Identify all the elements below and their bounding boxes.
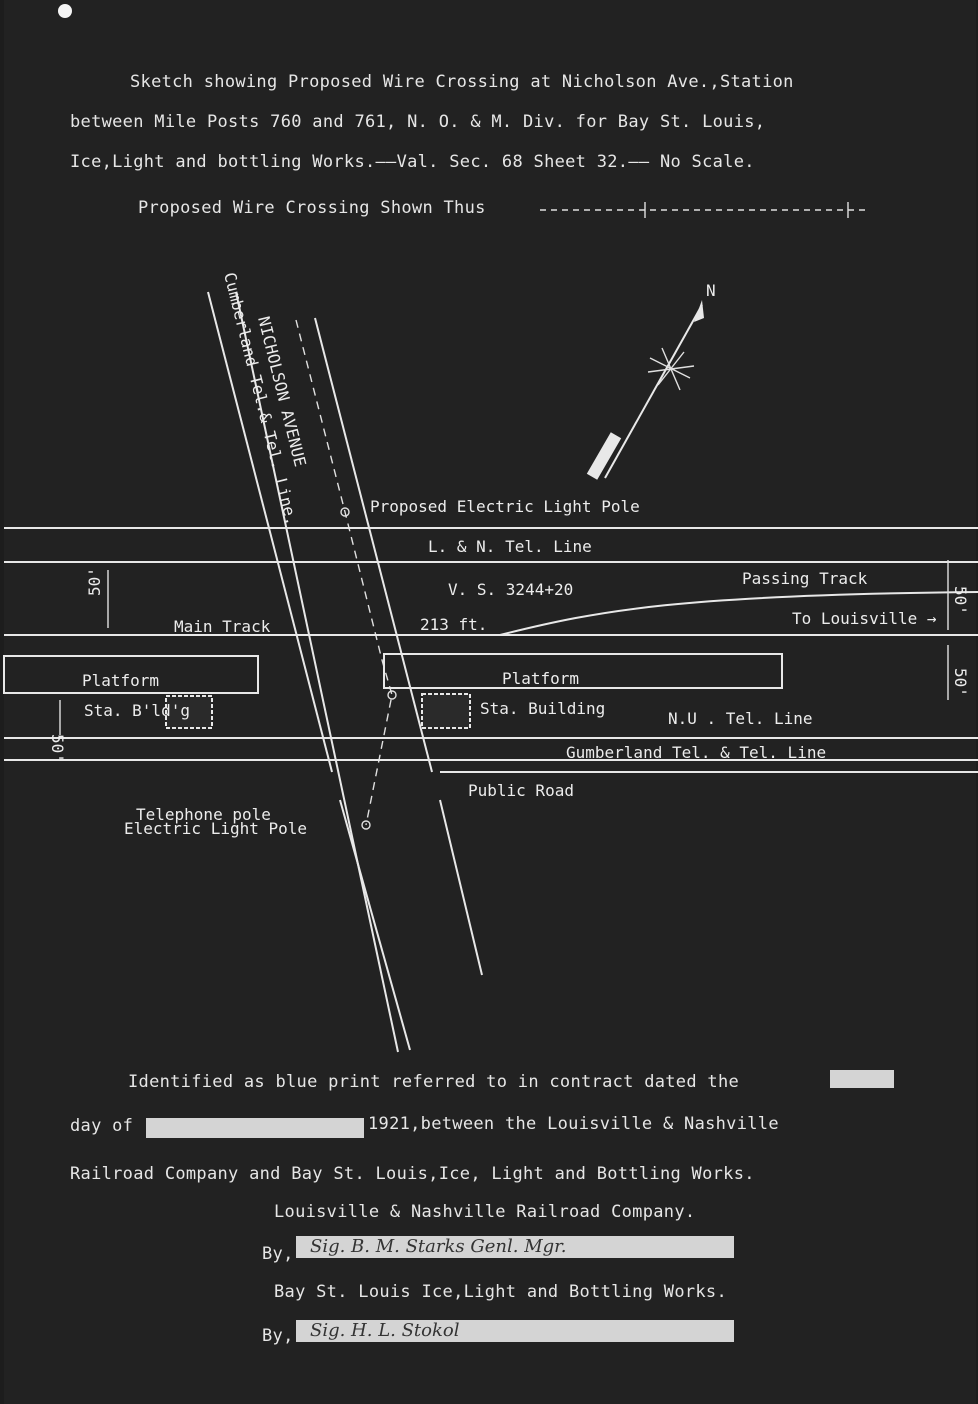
platform-right-label: Platform (502, 669, 579, 688)
footer-line-1: Identified as blue print referred to in … (128, 1072, 740, 1092)
pole-marker (387, 690, 397, 700)
punch-hole (58, 4, 72, 18)
signature-box-2 (296, 1320, 734, 1342)
station-building-left (165, 695, 213, 729)
vs-label: V. S. 3244+20 (448, 580, 573, 599)
signature-1: Sig. B. M. Starks Genl. Mgr. (310, 1236, 567, 1257)
footer-line-5: Bay St. Louis Ice,Light and Bottling Wor… (274, 1282, 727, 1302)
compass-north-label: N (706, 281, 716, 300)
nu-tel-label: N.U . Tel. Line (668, 709, 813, 728)
dim-50-left-mid-label: 50' (48, 734, 67, 763)
dimension-lines (59, 560, 949, 735)
avenue-line-1 (235, 291, 399, 1053)
proposed-pole-marker (340, 507, 350, 517)
cumberland-horizontal-label: Gumberland Tel. & Tel. Line (566, 743, 826, 762)
footer-line-3: Railroad Company and Bay St. Louis,Ice, … (70, 1164, 755, 1184)
blank-day (830, 1070, 894, 1088)
footer-line-2a: day of (70, 1116, 134, 1136)
passing-track-label: Passing Track (742, 569, 868, 588)
by-label-2: By, (262, 1326, 294, 1346)
avenue-line-3 (439, 799, 483, 976)
by-label-1: By, (262, 1244, 294, 1264)
platform-right-box (383, 653, 783, 689)
signature-box-1 (296, 1236, 734, 1258)
sta-building-label: Sta. Building (480, 699, 605, 718)
signature-2: Sig. H. L. Stokol (310, 1320, 460, 1341)
station-building-right (421, 693, 471, 729)
compass-icon: N (586, 281, 716, 480)
main-track-label: Main Track (174, 617, 271, 636)
telephone-pole-label: Telephone pole (136, 805, 271, 824)
avenue-edge-left-upper (207, 291, 333, 773)
dim-50-right-mid-label: 50' (951, 668, 970, 697)
dim-50-left-label: 50' (85, 567, 104, 596)
proposed-pole-label: Proposed Electric Light Pole (370, 497, 640, 516)
platform-left-box (3, 655, 259, 694)
public-road-label: Public Road (468, 781, 574, 800)
ln-tel-label: L. & N. Tel. Line (428, 537, 592, 556)
proposed-wire-dashed (295, 319, 393, 826)
header-line-1: Sketch showing Proposed Wire Crossing at… (130, 72, 794, 92)
header-line-3: Ice,Light and bottling Works.——Val. Sec.… (70, 152, 755, 172)
electric-pole-marker (361, 820, 371, 830)
platform-left-label: Platform (82, 671, 159, 690)
electric-light-pole-label: Electric Light Pole (124, 819, 307, 838)
avenue-line-2 (339, 799, 411, 1051)
sta-bldg-left-label: Sta. B'ld'g (84, 701, 190, 720)
footer-line-4: Louisville & Nashville Railroad Company. (274, 1202, 696, 1222)
dim-50-right-top-label: 50' (951, 586, 970, 615)
header-line-2: between Mile Posts 760 and 761, N. O. & … (70, 112, 766, 132)
distance-label: 213 ft. (420, 615, 487, 634)
avenue-edge-right-upper (314, 317, 433, 773)
passing-track-curve (499, 591, 978, 636)
to-louisville-label: To Louisville → (792, 609, 937, 628)
footer-line-2b: 1921,between the Louisville & Nashville (368, 1114, 779, 1134)
blank-month (146, 1118, 364, 1138)
legend-pole-ticks (644, 202, 849, 218)
header-line-4: Proposed Wire Crossing Shown Thus (138, 198, 486, 218)
